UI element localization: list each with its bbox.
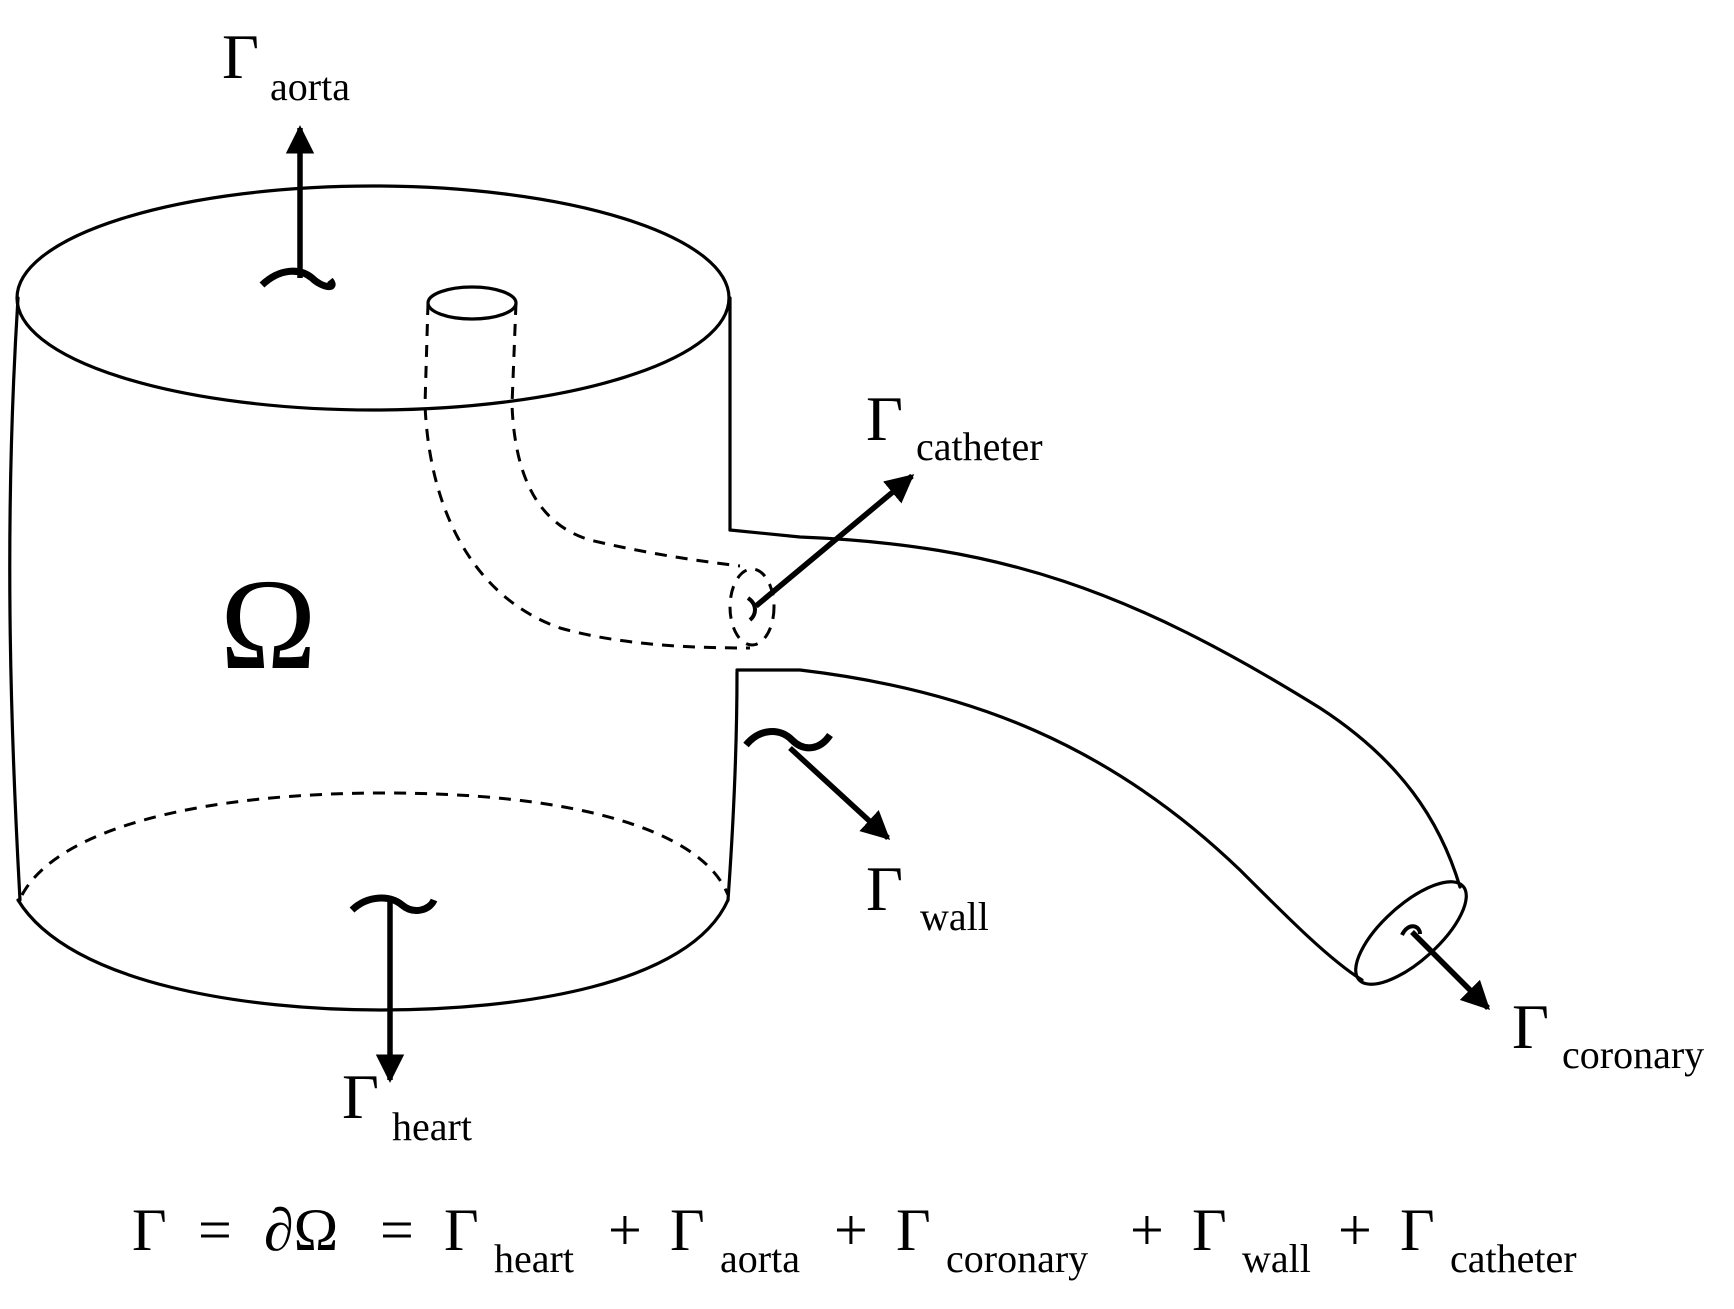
catheter-top-opening [426, 285, 518, 321]
gamma-catheter-symbol: Γ [866, 383, 903, 454]
heart-bottom-ellipse-front [16, 898, 730, 1012]
cylinder-left-side [8, 296, 22, 902]
coronary-upper-wall [728, 528, 1462, 889]
eq-lhs-gamma: Γ [132, 1197, 167, 1263]
coronary-normal-arrow [1410, 930, 1491, 1011]
heart-tilde-icon [349, 894, 438, 914]
eq-term-gamma: Γ [1192, 1197, 1227, 1263]
cylinder-right-side-lower [726, 670, 739, 902]
gamma-wall-subscript: wall [920, 894, 989, 939]
eq-term-gamma: Γ [896, 1197, 931, 1263]
catheter-tilde-icon [746, 596, 757, 622]
catheter [423, 285, 776, 650]
catheter-outer-wall [423, 302, 751, 650]
eq-term-gamma: Γ [670, 1197, 705, 1263]
gamma-coronary-subscript: coronary [1562, 1032, 1704, 1077]
cylinder-body [8, 184, 739, 1012]
eq-plus: + [608, 1197, 642, 1263]
aorta-top-ellipse [15, 184, 731, 412]
coronary-tilde-icon [1400, 924, 1422, 936]
gamma-wall-symbol: Γ [866, 853, 903, 924]
eq-term-heart: heart [494, 1236, 574, 1281]
eq-equals-1: = [198, 1197, 232, 1263]
gamma-aorta-subscript: aorta [270, 64, 350, 109]
aorta-tilde-icon [259, 267, 336, 290]
heart-bottom-ellipse-back [20, 791, 730, 896]
eq-term-aorta: aorta [720, 1236, 800, 1281]
catheter-inner-wall [510, 302, 741, 568]
eq-term-catheter: catheter [1450, 1236, 1577, 1281]
gamma-coronary-symbol: Γ [1512, 991, 1549, 1062]
eq-term-wall: wall [1242, 1236, 1311, 1281]
eq-plus: + [1338, 1197, 1372, 1263]
omega-domain-label: Ω [220, 553, 317, 697]
wall-tilde-icon [743, 728, 833, 752]
eq-equals-2: = [380, 1197, 414, 1263]
coronary-tube [728, 528, 1468, 986]
gamma-heart-symbol: Γ [342, 1061, 379, 1132]
eq-boundary-omega: ∂Ω [264, 1197, 338, 1263]
gamma-catheter-subscript: catheter [916, 424, 1043, 469]
boundary-equation: Γ = ∂Ω = Γ heart + Γ aorta + Γ coronary … [132, 1197, 1577, 1281]
eq-term-coronary: coronary [946, 1236, 1088, 1281]
catheter-normal-arrow [754, 473, 915, 609]
eq-plus: + [1130, 1197, 1164, 1263]
eq-plus: + [834, 1197, 868, 1263]
coronary-outlet [1354, 880, 1468, 986]
coronary-lower-wall [735, 668, 1364, 982]
wall-normal-arrow [788, 745, 891, 841]
eq-term-gamma: Γ [1400, 1197, 1435, 1263]
gamma-heart-subscript: heart [392, 1104, 472, 1149]
eq-term-gamma: Γ [444, 1197, 479, 1263]
catheter-outlet [728, 567, 776, 647]
gamma-aorta-symbol: Γ [222, 21, 259, 92]
